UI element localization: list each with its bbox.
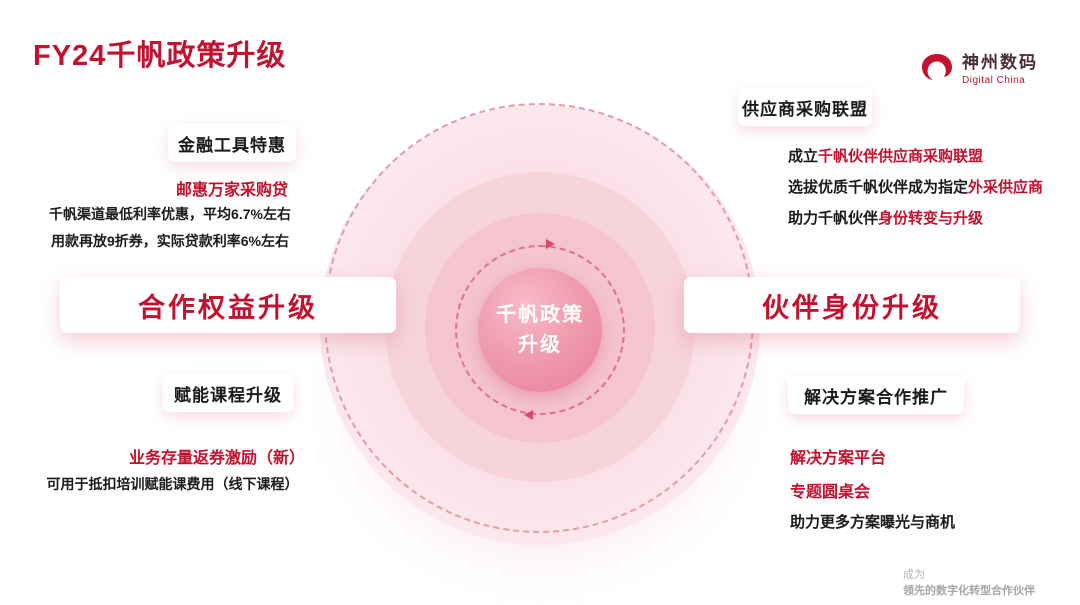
partner-identity-upgrade-label: 伙伴身份升级: [762, 292, 942, 323]
card-supplier-alliance-label: 供应商采购联盟: [742, 99, 868, 119]
solution-highlight-2: 专题圆桌会: [790, 484, 871, 501]
supplier-line-1-highlight: 千帆伙伴供应商采购联盟: [818, 148, 984, 165]
slide-title: FY24千帆政策升级: [33, 40, 287, 72]
course-line-1: 可用于抵扣培训赋能课费用（线下课程）: [46, 476, 299, 492]
cooperation-rights-upgrade-label: 合作权益升级: [138, 292, 318, 323]
card-financial-tools: 金融工具特惠: [168, 124, 296, 162]
center-badge: 千帆政策 升级: [478, 268, 602, 392]
card-supplier-alliance: 供应商采购联盟: [738, 88, 872, 126]
card-financial-tools-label: 金融工具特惠: [178, 135, 286, 155]
clockwise-arrow-top-icon: [546, 239, 555, 249]
supplier-line-1: 成立千帆伙伴供应商采购联盟: [788, 145, 983, 166]
card-partner-identity-upgrade: 伙伴身份升级: [684, 277, 1020, 333]
card-solution-promotion: 解决方案合作推广: [788, 376, 964, 414]
center-badge-line1: 千帆政策: [496, 304, 584, 326]
financial-line-2: 用款再放9折券，实际贷款利率6%左右: [50, 233, 290, 249]
logo-name: 神州数码: [962, 53, 1038, 72]
clockwise-arrow-bottom-icon: [524, 410, 533, 420]
supplier-line-2: 选拔优质千帆伙伴成为指定外采供应商: [788, 176, 1043, 197]
supplier-line-3: 助力千帆伙伴身份转变与升级: [788, 207, 983, 228]
card-course-upgrade-label: 赋能课程升级: [174, 385, 282, 405]
course-highlight: 业务存量返券激励（新）: [128, 450, 305, 467]
footer-line-2: 领先的数字化转型合作伙伴: [903, 585, 1035, 597]
inner-dashed-circle: [455, 245, 625, 415]
digital-china-logo: 神州数码 Digital China: [916, 48, 1038, 86]
card-solution-promotion-label: 解决方案合作推广: [804, 387, 948, 407]
supplier-line-3-highlight: 身份转变与升级: [878, 210, 984, 227]
supplier-line-2-highlight: 外采供应商: [968, 179, 1044, 196]
supplier-line-1-prefix: 成立: [788, 148, 819, 165]
card-cooperation-rights-upgrade: 合作权益升级: [60, 277, 396, 333]
logo-text: 神州数码 Digital China: [962, 48, 1038, 86]
digital-china-swirl-icon: [922, 54, 952, 80]
financial-highlight: 邮惠万家采购贷: [175, 182, 288, 199]
financial-line-1: 千帆渠道最低利率优惠，平均6.7%左右: [49, 206, 291, 222]
supplier-line-3-prefix: 助力千帆伙伴: [788, 210, 879, 227]
supplier-line-2-prefix: 选拔优质千帆伙伴成为指定: [788, 179, 969, 196]
solution-line-1: 助力更多方案曝光与商机: [790, 514, 956, 531]
logo-subtitle: Digital China: [962, 75, 1026, 86]
footer-line-1: 成为: [903, 569, 925, 581]
center-badge-line2: 升级: [518, 334, 562, 356]
solution-highlight-1: 解决方案平台: [790, 450, 887, 467]
card-course-upgrade: 赋能课程升级: [163, 374, 293, 412]
